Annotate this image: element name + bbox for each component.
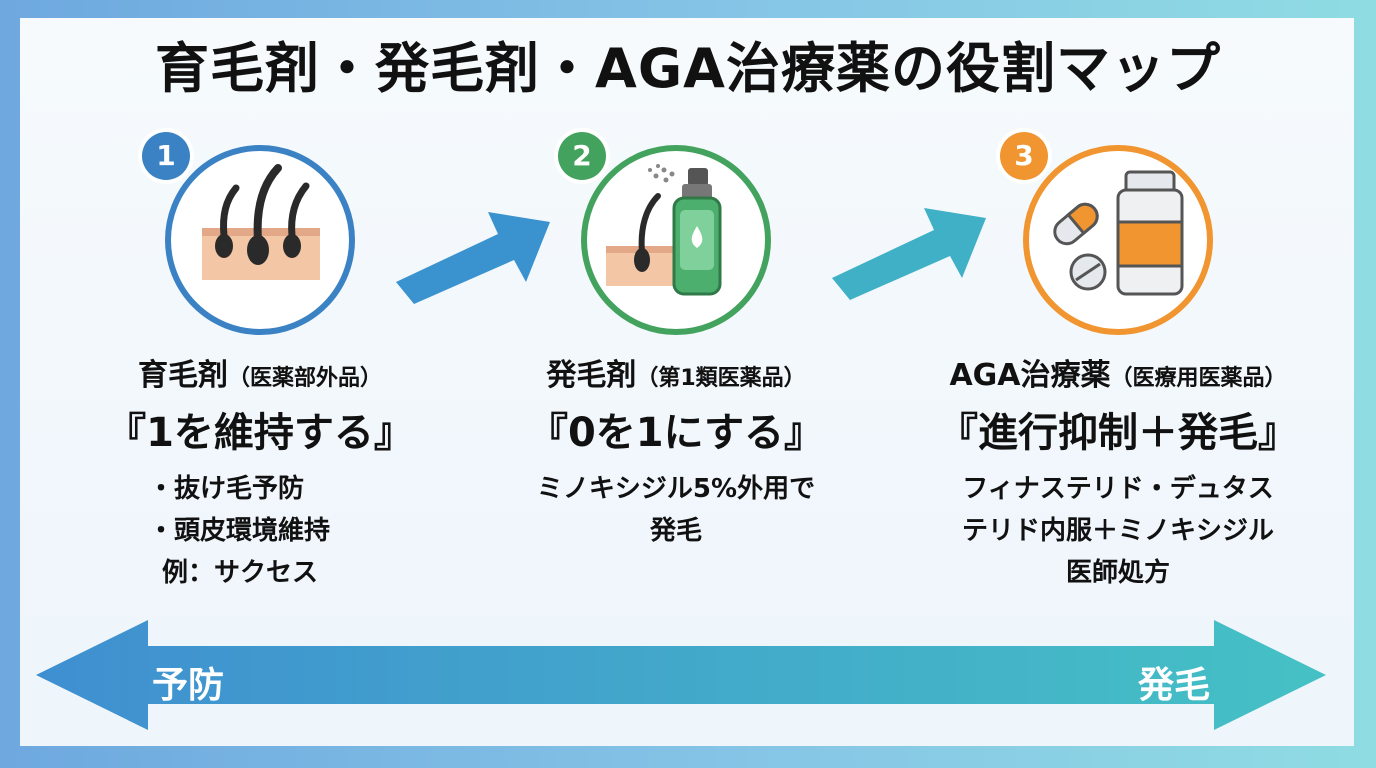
stage-1-point: ・頭皮環境維持 [148,516,331,546]
stage-1-number-badge: 1 [142,132,190,180]
hair-follicle-icon [165,145,355,335]
stage-2-description-line: 発毛 [649,516,702,546]
pills-bottle-icon [1023,145,1213,335]
stage-3-icon-circle: 3 [1000,132,1218,340]
stage-3-description: フィナステリド・デュタス テリド内服＋ミノキシジル 医師処方 [918,468,1318,594]
scale-right-label: 発毛 [1138,665,1211,706]
content-panel [20,18,1354,746]
stage-3-column: 3 AGA治療薬（医療用医薬品） 『進行抑制＋発毛』 フィナステリド・デュタス … [918,132,1318,594]
stage-2-description: ミノキシジル5%外用で 発毛 [476,468,876,552]
stage-2-description-line: ミノキシジル5%外用で [536,474,816,504]
stage-3-description-line: 医師処方 [1065,558,1170,588]
stage-3-description-line: テリド内服＋ミノキシジル [961,516,1274,546]
stage-3-heading: AGA治療薬（医療用医薬品） [918,350,1318,394]
stage-1-example: 例：サクセス [162,558,319,588]
flow-arrow-2 [832,208,986,300]
stage-2-column: 2 発毛剤（第1類医薬品） 『0を1にする』 ミノキシジル5%外用で 発毛 [476,132,876,552]
stage-2-category: （第1類医薬品） [636,366,806,391]
stage-1-description: ・抜け毛予防 ・頭皮環境維持 例：サクセス [60,468,460,594]
stage-2-slogan: 『0を1にする』 [527,410,825,456]
stage-3-number-badge: 3 [1000,132,1048,180]
stage-1-point: ・抜け毛予防 [148,474,305,504]
stage-1-heading-name: 育毛剤 [137,358,228,393]
stage-1-column: 1 育毛剤（医薬部外品） 『1を維持する』 ・抜け毛予防 ・頭皮環境維持 例：サ… [60,132,460,594]
stage-2-heading: 発毛剤（第1類医薬品） [476,350,876,394]
flow-arrow-1 [396,212,550,304]
stage-2-number-badge: 2 [558,132,606,180]
stage-2-heading-name: 発毛剤 [546,358,637,393]
stage-1-slogan: 『1を維持する』 [106,410,414,456]
page-title: 育毛剤・発毛剤・AGA治療薬の役割マップ [155,37,1221,100]
stage-3-heading-name: AGA治療薬 [949,358,1111,393]
stage-1-category: （医薬部外品） [227,366,382,391]
stage-3-description-line: フィナステリド・デュタス [962,474,1274,504]
stage-1-heading: 育毛剤（医薬部外品） [60,350,460,394]
stage-3-category: （医療用医薬品） [1110,366,1287,391]
spray-bottle-icon [581,145,771,335]
stage-3-slogan: 『進行抑制＋発毛』 [938,410,1298,456]
stage-1-icon-circle: 1 [142,132,360,340]
stage-2-icon-circle: 2 [558,132,776,340]
scale-left-label: 予防 [152,665,225,706]
prevention-to-growth-scale-arrow [36,620,1326,730]
